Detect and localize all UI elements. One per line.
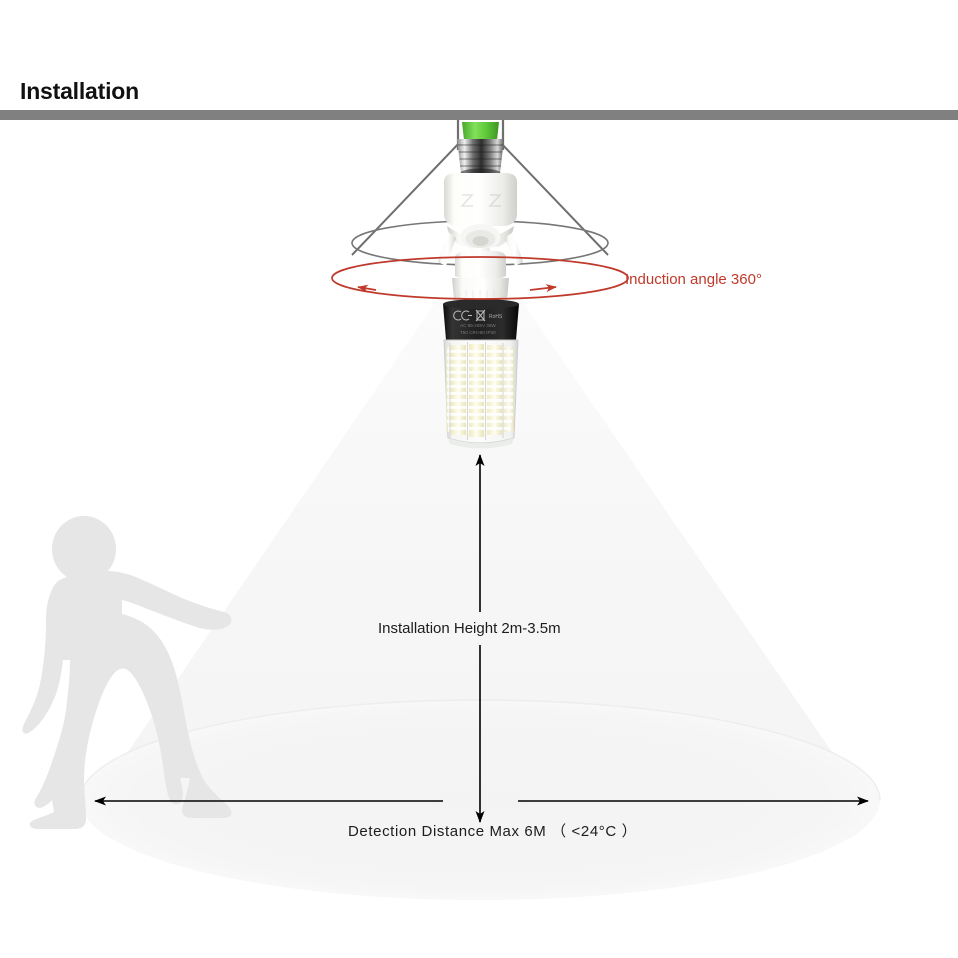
ce-mark-icon (453, 310, 472, 321)
base-tip (462, 122, 499, 143)
induction-angle-ellipse (331, 256, 629, 300)
rotation-arrow-right (529, 284, 557, 293)
svg-text:AC 85-265V 36W: AC 85-265V 36W (460, 323, 496, 328)
ceiling-bar (0, 110, 958, 120)
led-chips (447, 350, 513, 430)
weee-bin-icon (475, 309, 486, 322)
motion-sensor-led-bulb: RoHS AC 85-265V 36W T50 CRI>80 IP30 (438, 122, 523, 449)
detection-distance-label: Detection Distance Max 6M （ <24°C ） (348, 823, 638, 840)
led-corn-body (443, 339, 519, 449)
rotation-arrow-left (357, 284, 377, 293)
screw-base (457, 139, 504, 178)
walking-person (22, 516, 232, 829)
rohs-icon: RoHS (489, 314, 503, 320)
installation-height-label: Installation Height 2m-3.5m (378, 620, 561, 637)
bulb-cap: RoHS AC 85-265V 36W T50 CRI>80 IP30 (443, 299, 519, 340)
induction-angle-label: Induction angle 360° (625, 271, 762, 288)
page-title: Installation (20, 78, 140, 104)
svg-text:T50 CRI>80 IP30: T50 CRI>80 IP30 (460, 330, 496, 335)
pir-sensor-socket-adapter (438, 173, 523, 300)
